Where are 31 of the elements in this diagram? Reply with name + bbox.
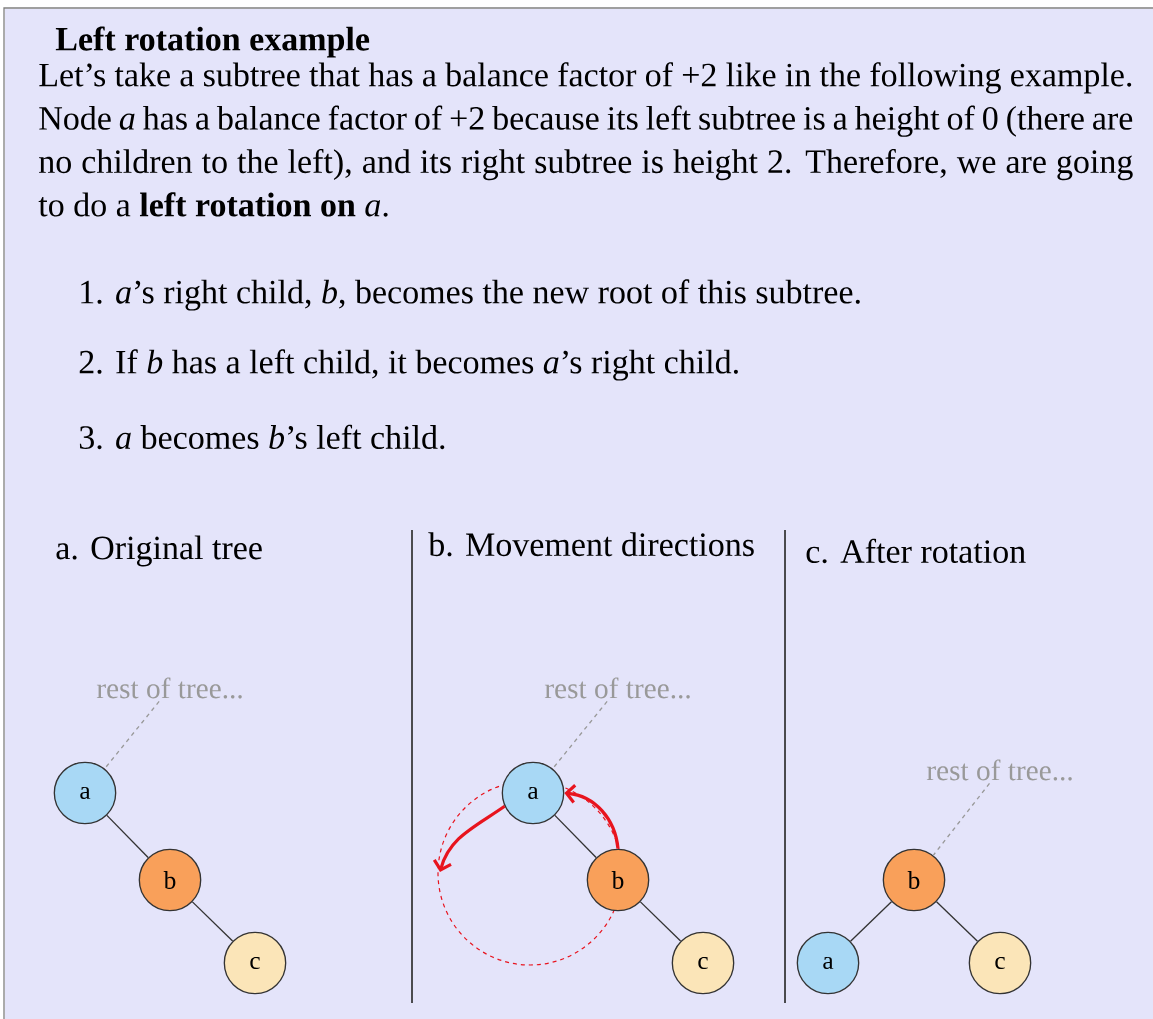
tree-text: rest of tree...	[96, 677, 242, 699]
tree-text: rest of tree...	[926, 759, 1072, 781]
tree-node: a	[796, 931, 860, 995]
dashed-link	[552, 700, 608, 770]
rotation-arrow	[564, 784, 620, 849]
list-item: 1. a’s right child, b, becomes the new root of this subtree.	[81, 279, 860, 311]
heading: Left rotation example	[55, 26, 370, 58]
tree-edge	[935, 901, 979, 942]
paragraph: Let’s take a subtree that has a balance factor of +2 like in the following example. Node a has a balance factor of +2 because its left subtree is a height of 0 (there are no children to the left), and its right subtree is height 2. Therefore, we are going to do a left rotation on a.	[38, 62, 1133, 217]
list-item: 3. a becomes b’s left child.	[79, 424, 445, 450]
tree-node: b	[586, 848, 650, 912]
tree-text: rest of tree...	[544, 677, 690, 699]
tree-edge	[849, 901, 893, 942]
tree-edge	[554, 814, 597, 859]
dashed-link	[932, 782, 991, 856]
tree-edge	[191, 901, 234, 942]
tree-node: c	[671, 931, 735, 995]
panel-heading: c. After rotation	[806, 538, 1026, 564]
tree-node: c	[968, 931, 1032, 995]
tree-node: b	[882, 848, 946, 912]
tree-node: a	[53, 761, 117, 825]
tree-node: b	[138, 848, 202, 912]
tree-node: c	[223, 931, 287, 995]
panel-heading: a. Original tree	[56, 535, 262, 567]
rotation-arrow	[432, 804, 506, 872]
list-item: 2. If b has a left child, it becomes a’s right child.	[79, 349, 738, 381]
panel-heading: b. Movement directions	[428, 532, 754, 557]
tree-edge	[639, 901, 682, 942]
tree-edge	[106, 814, 149, 859]
tree-node: a	[501, 761, 565, 825]
dashed-link	[104, 700, 160, 770]
